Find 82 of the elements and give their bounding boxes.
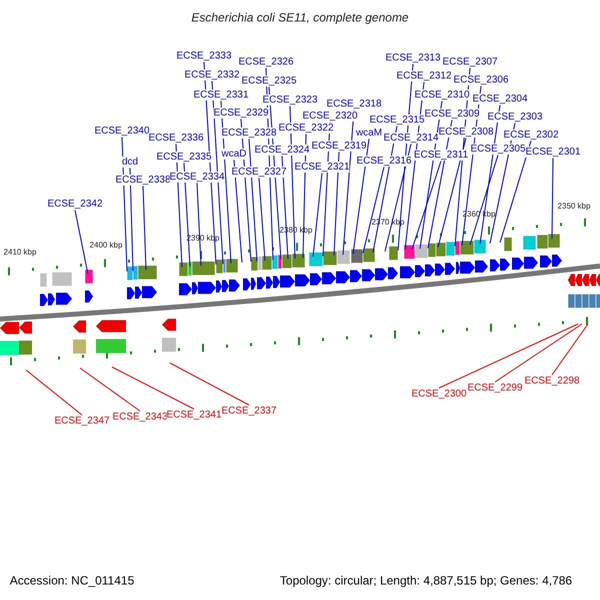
gene-label: ECSE_2321 (294, 162, 350, 172)
leader-line (384, 144, 412, 252)
leader-line (552, 158, 554, 240)
gene-label: wcaM (356, 128, 382, 138)
gene-label: ECSE_2347 (54, 416, 110, 426)
gene-label: ECSE_2337 (221, 406, 277, 416)
leader-line (258, 178, 266, 262)
leader-line (312, 172, 322, 258)
gene-label: ECSE_2342 (47, 198, 103, 210)
gene-label: ECSE_2324 (254, 144, 310, 156)
gene-label: ECSE_2303 (487, 112, 543, 122)
leader-line (184, 162, 190, 267)
gene-label: ECSE_2307 (442, 56, 498, 68)
gene-label: ECSE_2328 (221, 128, 277, 138)
gene-label: ECSE_2323 (262, 94, 318, 106)
leader-line (142, 186, 146, 270)
leader-line (500, 140, 532, 244)
gene-label: ECSE_2313 (385, 52, 441, 64)
leader-line (112, 366, 194, 410)
leader-line (170, 362, 250, 406)
leader-line (282, 156, 288, 260)
gene-label: ECSE_2312 (396, 70, 452, 82)
gene-label: ECSE_2322 (278, 122, 334, 134)
accession-text: Accession: NC_011415 (10, 576, 134, 586)
gene-label: ECSE_2332 (184, 70, 240, 80)
leader-line (248, 138, 258, 262)
gene-label: ECSE_2314 (383, 132, 439, 144)
leader-line (334, 152, 340, 256)
gene-label: ECSE_2334 (169, 172, 225, 182)
gene-label: ECSE_2343 (112, 412, 168, 422)
leader-line (470, 154, 498, 246)
gene-label: ECSE_2341 (166, 410, 222, 420)
leader-line (196, 182, 202, 266)
leader-line (74, 210, 88, 275)
gene-label: ECSE_2298 (524, 376, 580, 386)
gene-label: ECSE_2304 (472, 94, 528, 104)
gene-label: ECSE_2300 (411, 388, 467, 400)
leader-line (290, 106, 296, 259)
gene-label: ECSE_2326 (238, 56, 294, 68)
gene-label: ECSE_2310 (414, 90, 470, 100)
gene-label: dcd (122, 156, 138, 168)
gene-label: ECSE_2309 (424, 108, 480, 120)
gene-label: ECSE_2325 (241, 76, 297, 86)
leader-line (26, 370, 82, 416)
scale-label: 2410 kbp (4, 246, 36, 258)
gene-label: ECSE_2319 (311, 140, 367, 152)
gene-label: ECSE_2340 (94, 126, 150, 136)
leader-line (80, 368, 140, 412)
map-title: Escherichia coli SE11, complete genome (191, 12, 409, 24)
gene-label: ECSE_2311 (414, 150, 468, 160)
gene-label: ECSE_2301 (525, 146, 581, 158)
leader-line (352, 138, 370, 254)
gene-label: ECSE_2302 (503, 130, 559, 140)
gene-label: ECSE_2335 (156, 152, 212, 162)
scale-label: 2350 kbp (558, 200, 590, 212)
gene-label: ECSE_2316 (356, 156, 412, 166)
scale-label: 2400 kbp (90, 240, 122, 250)
gene-label: ECSE_2305 (470, 144, 526, 154)
leader-line (552, 324, 588, 376)
gene-label: ECSE_2320 (302, 110, 358, 122)
gene-label: ECSE_2327 (231, 166, 287, 178)
gene-label: ECSE_2331 (193, 90, 249, 100)
leader-line (438, 324, 578, 388)
leader-line (234, 160, 242, 263)
leader-line (130, 168, 134, 272)
leader-line (362, 166, 384, 254)
genome-summary-text: Topology: circular; Length: 4,887,515 bp; Genes: 4,786 (280, 576, 572, 586)
gene-label: ECSE_2338 (115, 174, 171, 186)
gene-label: ECSE_2333 (176, 50, 232, 62)
gene-label: ECSE_2336 (148, 132, 204, 144)
gene-label: ECSE_2318 (326, 98, 382, 110)
leader-line (342, 110, 354, 256)
gene-label: ECSE_2315 (369, 114, 425, 126)
gene-label: wcaD (222, 148, 246, 160)
gene-label: ECSE_2306 (453, 74, 509, 86)
leader-line (412, 160, 442, 250)
gene-label: ECSE_2308 (438, 126, 494, 138)
gene-label: ECSE_2329 (213, 108, 269, 118)
leader-line (122, 136, 128, 272)
gene-label: ECSE_2299 (467, 382, 523, 394)
leader-line (494, 324, 582, 382)
leader-line (438, 138, 466, 248)
